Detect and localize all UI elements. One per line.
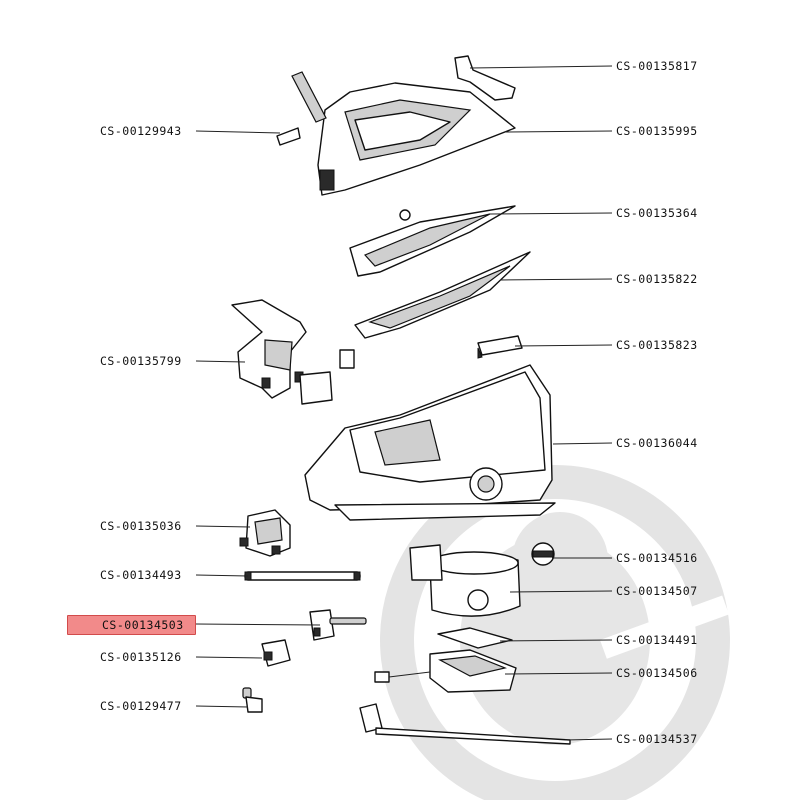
part-label-cs-00134491[interactable]: CS-00134491 [616,633,698,647]
part-label-cs-00135817[interactable]: CS-00135817 [616,59,698,73]
leader-line-cs-00135126 [195,656,263,659]
electronic-board-part[interactable] [374,649,517,693]
thermostat-part[interactable] [239,509,291,557]
part-label-cs-00135036[interactable]: CS-00135036 [100,519,182,533]
part-label-cs-00134516[interactable]: CS-00134516 [616,551,698,565]
leader-line-cs-00134491 [499,639,613,642]
iron-body-part[interactable] [291,71,516,196]
leader-line-cs-00134506 [504,672,613,675]
boiler-part[interactable] [409,544,521,617]
part-label-cs-00129943[interactable]: CS-00129943 [100,124,182,138]
part-label-cs-00129477[interactable]: CS-00129477 [100,699,182,713]
tube-part[interactable] [244,571,361,581]
boiler-cap-part[interactable] [531,542,555,566]
leader-line-cs-00134537 [564,738,613,741]
leader-line-cs-00135823 [514,344,613,347]
sole-plate-part[interactable] [354,251,531,339]
leader-line-cs-00135817 [469,65,613,69]
part-label-cs-00135823[interactable]: CS-00135823 [616,338,698,352]
part-label-cs-00134503-highlighted[interactable]: CS-00134503 [67,615,196,635]
leader-line-cs-00135822 [499,278,613,281]
base-station-part[interactable] [304,364,556,521]
leader-line-cs-00134503 [195,623,321,626]
leader-line-cs-00134493 [195,574,249,577]
leader-line-cs-00135799 [195,360,246,363]
top-plate-part[interactable] [349,205,516,277]
part-label-cs-00135822[interactable]: CS-00135822 [616,272,698,286]
handle-clip-part[interactable] [454,55,516,101]
part-label-cs-00134493[interactable]: CS-00134493 [100,568,182,582]
part-label-cs-00134507[interactable]: CS-00134507 [616,584,698,598]
leader-line-cs-00135036 [195,525,251,528]
gasket-part[interactable] [437,627,513,649]
part-label-cs-00135799[interactable]: CS-00135799 [100,354,182,368]
leader-line-cs-00136044 [552,442,613,445]
leader-line-cs-00135995 [504,130,613,133]
small-clip-part[interactable] [276,127,301,146]
leader-line-cs-00129477 [195,705,249,708]
part-label-cs-00135126[interactable]: CS-00135126 [100,650,182,664]
part-label-cs-00135995[interactable]: CS-00135995 [616,124,698,138]
lock-clip-part[interactable] [477,335,523,359]
pump-part[interactable] [309,609,367,641]
part-label-cs-00135364[interactable]: CS-00135364 [616,206,698,220]
leader-line-cs-00135364 [489,212,613,215]
leader-line-cs-00134507 [509,590,613,593]
switch-part[interactable] [261,639,291,667]
handle-assembly-part[interactable] [231,299,355,405]
part-label-cs-00136044[interactable]: CS-00136044 [616,436,698,450]
leader-line-cs-00129943 [195,130,281,134]
part-label-cs-00134506[interactable]: CS-00134506 [616,666,698,680]
power-cord-part[interactable] [359,703,571,745]
part-label-cs-00134537[interactable]: CS-00134537 [616,732,698,746]
